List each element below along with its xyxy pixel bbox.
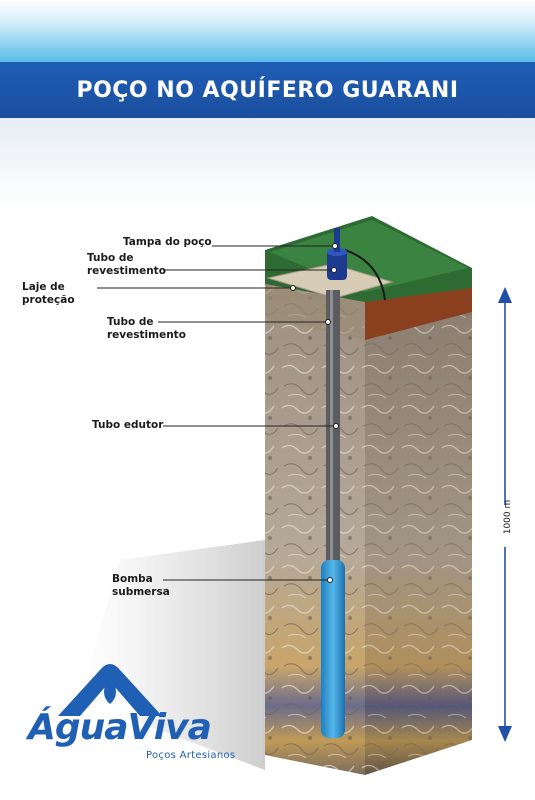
logo-name: ÁguaViva	[28, 707, 212, 748]
soil-layer	[365, 285, 472, 340]
label-tubo-revestimento-2: Tubo de revestimento	[107, 316, 186, 341]
label-tampa: Tampa do poço	[123, 236, 212, 248]
depth-label-bg	[498, 505, 512, 547]
marker-tubo-rev-1	[331, 267, 337, 273]
marker-tampa	[332, 243, 338, 249]
label-laje: Laje de proteção	[22, 281, 75, 306]
marker-laje	[290, 285, 296, 291]
label-tubo-revestimento-1: Tubo de revestimento	[87, 252, 166, 277]
marker-tubo-rev-2	[325, 319, 331, 325]
rock-texture-side	[365, 285, 472, 775]
water-drop-icon	[58, 664, 162, 716]
concrete-slab	[266, 263, 394, 299]
marker-tubo-edutor	[333, 423, 339, 429]
page-title: POÇO NO AQUÍFERO GUARANI	[76, 77, 459, 103]
depth-arrow-bottom	[498, 726, 512, 742]
title-shadow	[0, 118, 535, 208]
submersible-pump	[321, 560, 345, 738]
well-cap-stem	[334, 228, 340, 252]
casing-pipe-highlight	[330, 290, 333, 580]
pump-cable	[344, 249, 386, 301]
label-bomba: Bomba submersa	[112, 573, 170, 598]
depth-label: 1000 m	[503, 499, 513, 535]
marker-bomba	[327, 577, 333, 583]
brand-logo: ÁguaViva Poços Artesianos	[28, 650, 248, 780]
rock-texture-front	[265, 282, 365, 775]
title-bar: POÇO NO AQUÍFERO GUARANI	[0, 62, 535, 118]
logo-tagline: Poços Artesianos	[146, 750, 236, 761]
sky-band	[0, 0, 535, 62]
depth-arrow-top	[498, 287, 512, 303]
grass-highlight	[270, 220, 468, 292]
well-cap	[327, 250, 347, 280]
label-tubo-edutor: Tubo edutor	[92, 419, 164, 431]
